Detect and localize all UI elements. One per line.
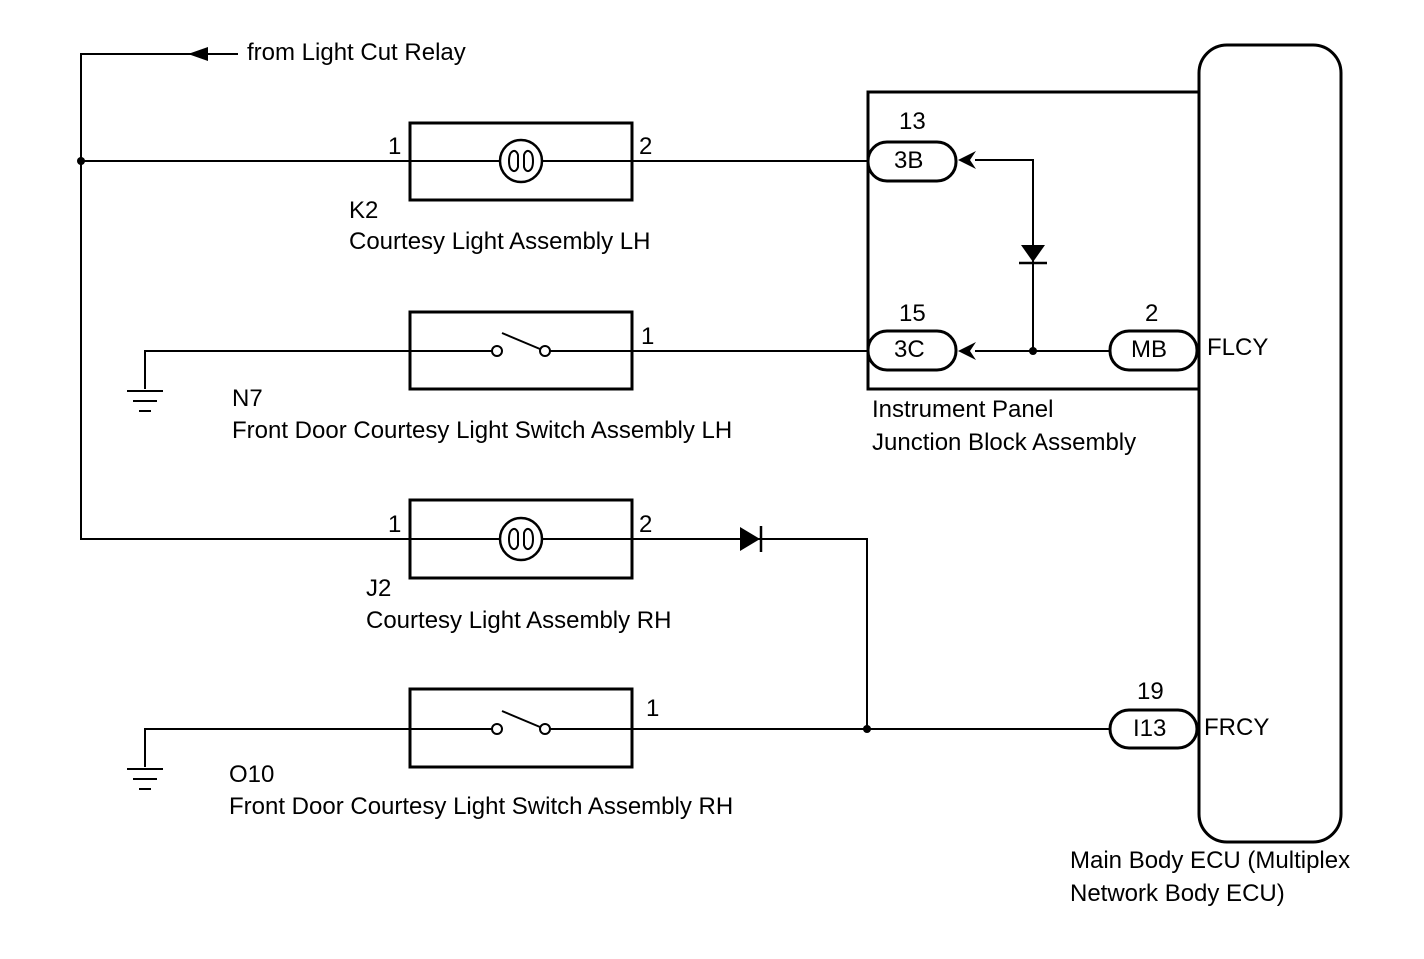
switch-lh-pin-right: 1 [641,323,654,350]
diode-icon [1019,245,1047,265]
ground-icon [127,390,163,412]
switch-lh-ground-wire [144,350,410,389]
terminal-arrow-icon [958,342,976,360]
connector-mb [1108,329,1199,372]
switch-icon [410,332,632,357]
courtesy-rh-output-wire [632,538,868,729]
switch-rh-pin-right: 1 [646,695,659,722]
ground-icon [127,768,163,790]
switch-icon [410,710,632,735]
courtesy-rh-pin-left: 1 [388,511,401,538]
courtesy-lh-name: Courtesy Light Assembly LH [349,228,650,255]
door-switch-lh: 1 N7 Front Door Courtesy Light Switch As… [127,310,868,444]
connector-3c [866,329,958,372]
switch-rh-code: O10 [229,761,274,788]
connector-pin-2: 2 [1145,300,1158,327]
relay-feed-wire [80,53,238,161]
relay-feed-label: from Light Cut Relay [247,39,466,66]
courtesy-lh-pin-left: 1 [388,133,401,160]
bulb-icon [498,516,544,562]
main-body-ecu: FLCY 19 I13 FRCY Main Body ECU (Multiple… [1070,43,1350,907]
ecu-name-line2: Network Body ECU) [1070,880,1285,907]
splice-dot [1029,347,1037,355]
connector-i13 [1108,708,1199,750]
ecu-outline [1197,43,1343,844]
junction-block-name-line2: Junction Block Assembly [872,429,1136,456]
courtesy-lh-pin-right: 2 [639,133,652,160]
door-switch-rh: 1 O10 Front Door Courtesy Light Switch A… [127,687,1110,820]
switch-lh-name: Front Door Courtesy Light Switch Assembl… [232,417,732,444]
jb-internal-wire [975,159,1034,351]
connector-i13-label: I13 [1133,715,1166,742]
courtesy-rh-code: J2 [366,575,391,602]
connector-pin-13: 13 [899,108,926,135]
switch-rh-ground-wire [144,728,410,767]
splice-dot [863,725,871,733]
bulb-icon [498,138,544,184]
junction-block: 13 3B 15 3C 2 MB Instrument Panel Juncti… [866,90,1200,456]
switch-rh-name: Front Door Courtesy Light Switch Assembl… [229,793,733,820]
feed-wire-rh [80,161,410,540]
courtesy-rh-pin-right: 2 [639,511,652,538]
diode-icon [740,526,763,552]
connector-pin-15: 15 [899,300,926,327]
junction-block-name-line1: Instrument Panel [872,396,1053,423]
connector-3b-label: 3B [894,147,923,174]
connector-mb-label: MB [1131,336,1167,363]
junction-block-outline [866,90,1200,391]
courtesy-lh-code: K2 [349,197,378,224]
courtesy-light-rh: 1 2 J2 Courtesy Light Assembly RH [366,498,868,729]
connector-3c-label: 3C [894,336,925,363]
connector-pin-19: 19 [1137,678,1164,705]
courtesy-light-lh: 1 2 K2 Courtesy Light Assembly LH [81,121,868,255]
switch-lh-code: N7 [232,385,263,412]
ecu-name-line1: Main Body ECU (Multiplex [1070,847,1350,874]
relay-feed: from Light Cut Relay [80,39,466,161]
courtesy-rh-name: Courtesy Light Assembly RH [366,607,671,634]
relay-feed-arrow-icon [188,47,208,61]
ecu-terminal-flcy: FLCY [1207,334,1268,361]
connector-3b [866,140,958,183]
ecu-terminal-frcy: FRCY [1204,714,1269,741]
terminal-arrow-icon [958,151,976,169]
